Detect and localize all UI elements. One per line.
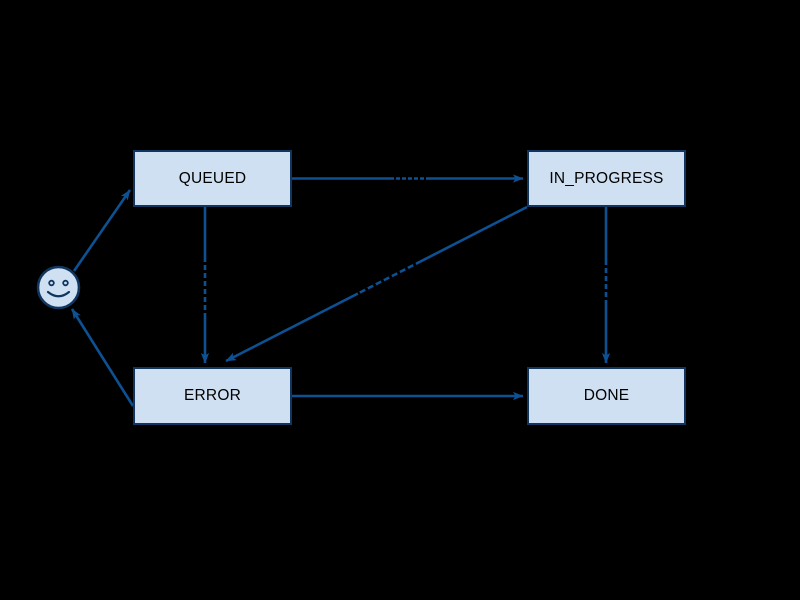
state-node-done-label: DONE (583, 387, 630, 404)
start-node[interactable] (36, 265, 81, 310)
smiley-face-icon (36, 265, 81, 310)
edge-in-progress-to-error (225, 205, 528, 363)
smiley-right-eye-icon (62, 279, 69, 287)
state-node-error-label: ERROR (184, 387, 241, 404)
state-node-queued[interactable]: QUEUED (133, 150, 292, 207)
smiley-left-eye-icon (48, 279, 55, 287)
state-node-done[interactable]: DONE (527, 367, 686, 425)
state-node-queued-label: QUEUED (178, 169, 247, 187)
state-node-in-progress-label: IN_PROGRESS (549, 169, 664, 187)
smiley-mouth-icon (46, 290, 71, 298)
edge-start-to-queued (72, 189, 132, 272)
state-node-in-progress[interactable]: IN_PROGRESS (527, 150, 686, 207)
edge-in-progress-to-error-label-gap (357, 262, 417, 296)
edge-error-to-start (70, 308, 135, 407)
state-node-error[interactable]: ERROR (133, 367, 292, 425)
